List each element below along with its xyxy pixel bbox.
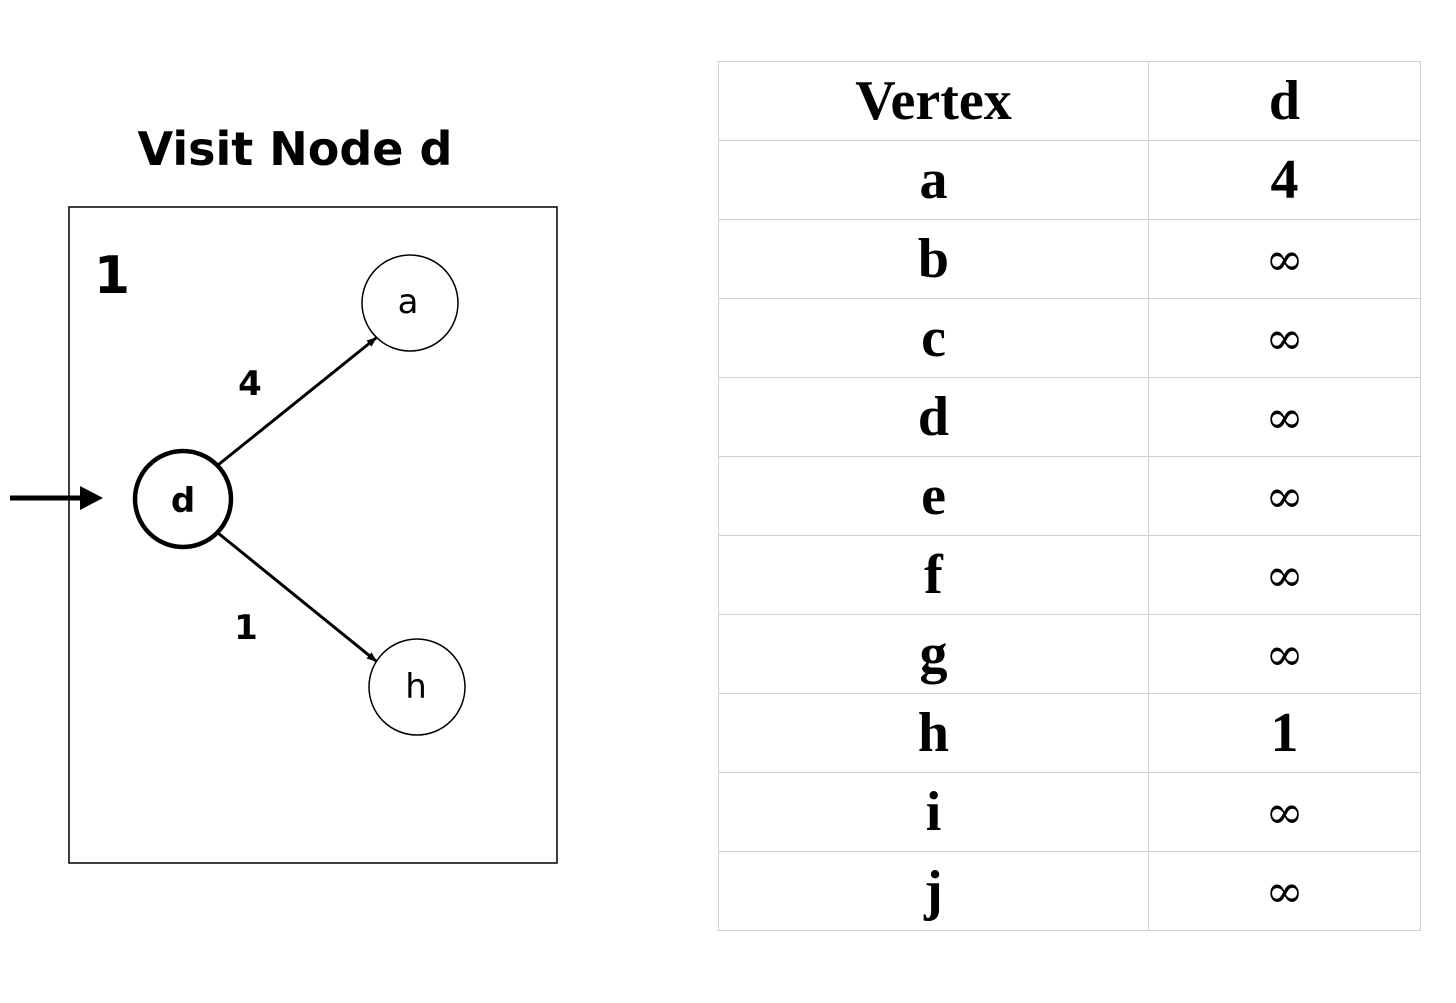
node-label-d: d (171, 481, 195, 521)
graph-frame (68, 206, 558, 864)
distance-cell: ∞ (1148, 456, 1421, 536)
distance-cell: ∞ (1148, 377, 1421, 457)
graph-node-a: a (361, 254, 459, 352)
table-row: h 1 (718, 693, 1421, 773)
vertex-cell: j (718, 851, 1149, 931)
table-row: i ∞ (718, 772, 1421, 852)
vertex-cell: h (718, 693, 1149, 773)
vertex-cell: f (718, 535, 1149, 615)
vertex-cell: e (718, 456, 1149, 536)
distance-cell: ∞ (1148, 772, 1421, 852)
diagram-title: Visit Node d (137, 122, 453, 176)
edge-d-a (217, 336, 377, 467)
table-row: b ∞ (718, 219, 1421, 299)
distance-cell: ∞ (1148, 535, 1421, 615)
distance-cell: ∞ (1148, 851, 1421, 931)
graph-node-h: h (368, 638, 466, 736)
table-row: e ∞ (718, 456, 1421, 536)
node-label-h: h (405, 667, 427, 707)
graph-diagram: 1 4 1 d a h (10, 206, 558, 864)
vertex-cell: g (718, 614, 1149, 694)
table-header-row: Vertex d (718, 61, 1421, 141)
vertex-cell: c (718, 298, 1149, 378)
node-label-a: a (398, 282, 419, 322)
column-header-vertex: Vertex (718, 61, 1149, 141)
column-header-distance: d (1148, 61, 1421, 141)
step-number: 1 (94, 246, 130, 306)
table-row: f ∞ (718, 535, 1421, 615)
table-row: a 4 (718, 140, 1421, 220)
table-row: j ∞ (718, 851, 1421, 931)
distance-cell: 4 (1148, 140, 1421, 220)
distance-cell: 1 (1148, 693, 1421, 773)
table-row: c ∞ (718, 298, 1421, 378)
current-node-pointer-arrow-icon (80, 486, 103, 510)
distance-cell: ∞ (1148, 298, 1421, 378)
distance-cell: ∞ (1148, 614, 1421, 694)
vertex-cell: a (718, 140, 1149, 220)
distance-table: Vertex d a 4 b ∞ c ∞ d ∞ e ∞ f ∞ g (718, 61, 1421, 931)
edge-weight-d-h: 1 (234, 608, 258, 648)
vertex-cell: b (718, 219, 1149, 299)
vertex-cell: i (718, 772, 1149, 852)
table-row: d ∞ (718, 377, 1421, 457)
edge-d-h (217, 531, 377, 663)
edge-weight-d-a: 4 (238, 364, 262, 404)
table-row: g ∞ (718, 614, 1421, 694)
vertex-cell: d (718, 377, 1149, 457)
graph-node-d: d (132, 448, 234, 550)
distance-cell: ∞ (1148, 219, 1421, 299)
